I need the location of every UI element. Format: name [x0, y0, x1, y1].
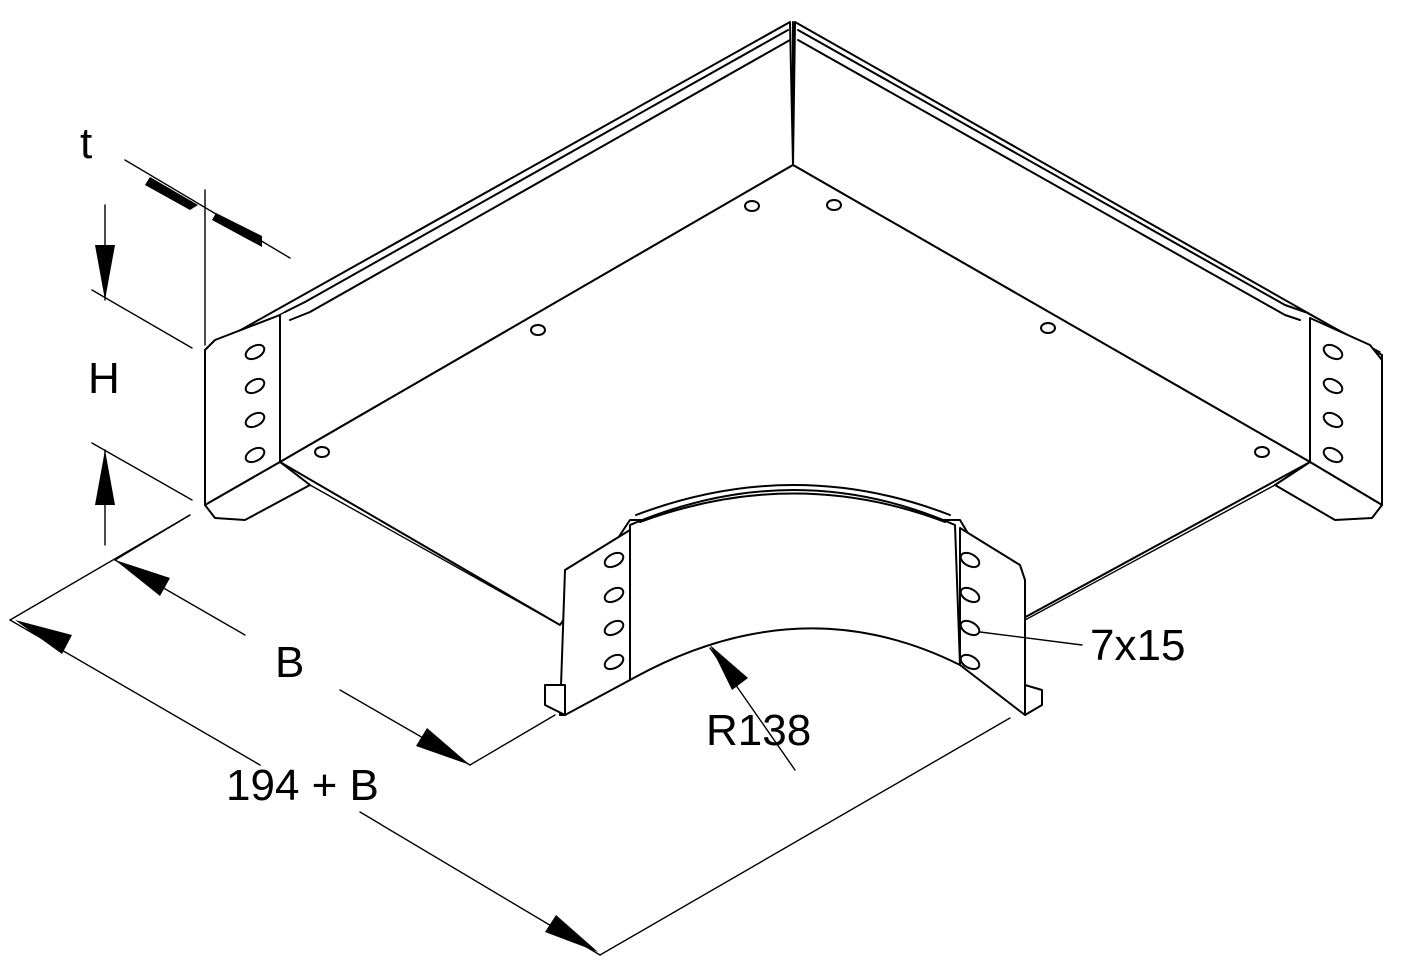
label-t: t — [80, 119, 92, 168]
dimension-b — [114, 514, 556, 766]
label-total-width: 194 + B — [226, 761, 379, 810]
label-slot-size: 7x15 — [1090, 621, 1185, 670]
dimension-h — [91, 204, 193, 546]
label-radius: R138 — [706, 706, 811, 755]
floor-rivets — [314, 199, 1270, 458]
slot-leader — [979, 631, 1083, 646]
right-end-flange — [1274, 317, 1383, 521]
dimension-total-width — [9, 514, 1011, 956]
label-b: B — [275, 638, 304, 687]
label-h: H — [88, 354, 120, 403]
radius-leader — [709, 645, 796, 771]
front-curved-wall — [544, 484, 1043, 716]
dimension-t — [124, 159, 291, 346]
left-end-flange — [204, 314, 311, 521]
